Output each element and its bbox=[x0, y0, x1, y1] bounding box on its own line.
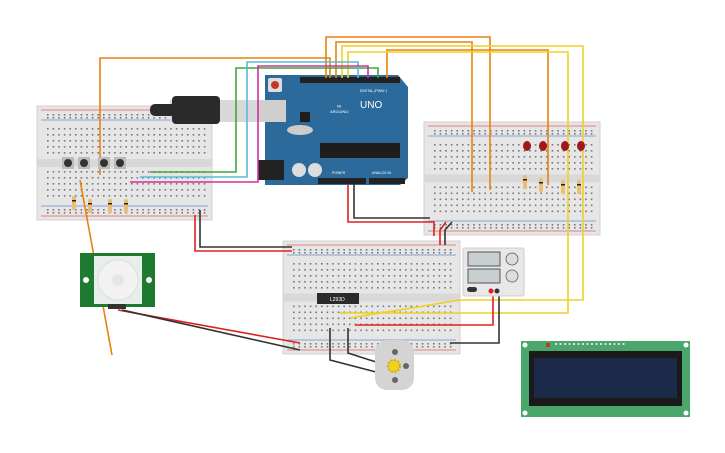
lcd-pin bbox=[564, 343, 566, 345]
resistor-icon bbox=[124, 199, 128, 213]
wire-black bbox=[450, 292, 500, 344]
led-red-icon bbox=[577, 141, 585, 151]
arduino-brand-label: ARDUINO bbox=[330, 109, 348, 114]
atmega-chip bbox=[320, 143, 400, 158]
led-red-icon bbox=[561, 141, 569, 151]
dc-motor[interactable] bbox=[375, 340, 414, 390]
resistor-icon bbox=[561, 180, 565, 194]
lcd-pin bbox=[604, 343, 607, 345]
lcd-pin bbox=[577, 343, 580, 345]
current-knob bbox=[505, 269, 519, 283]
usb-port bbox=[258, 100, 286, 122]
analog-header bbox=[369, 178, 405, 184]
power-jack bbox=[258, 160, 284, 180]
lcd-pin bbox=[591, 343, 593, 345]
center-channel bbox=[283, 293, 460, 302]
center-channel bbox=[424, 174, 600, 183]
lcd-pin bbox=[613, 343, 616, 345]
resistor-icon bbox=[88, 199, 92, 213]
resistor-icon bbox=[523, 175, 527, 189]
wire-red bbox=[194, 215, 292, 252]
lcd-pin bbox=[555, 343, 557, 345]
wire-orange bbox=[325, 36, 491, 190]
wire-green bbox=[150, 67, 379, 173]
wire-black bbox=[347, 328, 377, 363]
led-red-icon bbox=[539, 141, 547, 151]
resistor-icon bbox=[108, 199, 112, 213]
leds bbox=[523, 141, 585, 151]
lcd-pin bbox=[595, 343, 598, 345]
lcd-pin bbox=[559, 343, 562, 345]
voltage-knob bbox=[505, 252, 519, 266]
lcd-16x2-display[interactable] bbox=[521, 341, 690, 417]
wire-black bbox=[199, 210, 292, 248]
wire-cyan bbox=[140, 61, 359, 178]
breadboard-right[interactable] bbox=[423, 121, 601, 236]
usb-cable[interactable] bbox=[150, 96, 265, 124]
power-switch bbox=[467, 287, 477, 292]
wire-red bbox=[355, 292, 494, 326]
lcd-pin bbox=[600, 343, 602, 345]
lcd-pin bbox=[586, 343, 589, 345]
wire-black bbox=[353, 184, 430, 219]
wire-red bbox=[439, 221, 447, 245]
lcd-pin bbox=[618, 343, 620, 345]
holes bbox=[47, 114, 206, 214]
resistors bbox=[72, 175, 581, 213]
resistor-icon bbox=[539, 178, 543, 192]
lcd-pin bbox=[568, 343, 571, 345]
wire-black bbox=[444, 221, 453, 245]
wire-orange bbox=[386, 49, 549, 185]
crystal bbox=[287, 125, 313, 135]
power-label: POWER bbox=[332, 171, 346, 175]
lcd-pin bbox=[573, 343, 575, 345]
power-header bbox=[318, 178, 366, 184]
arduino-model-label: UNO bbox=[360, 100, 382, 111]
chip-label: L293D bbox=[330, 297, 345, 303]
wire-magenta bbox=[130, 65, 369, 183]
arduino-uno-board[interactable]: ∞ UNO ARDUINO DIGITAL (PWM~) POWER ANALO… bbox=[258, 75, 408, 185]
wire-red bbox=[347, 184, 435, 236]
lcd-pin bbox=[622, 343, 625, 345]
wire-black bbox=[329, 328, 377, 373]
led-red-icon bbox=[523, 141, 531, 151]
lcd-pin bbox=[582, 343, 584, 345]
wire-black bbox=[121, 309, 301, 351]
pushbuttons bbox=[62, 157, 126, 169]
breadboard-middle[interactable] bbox=[282, 240, 461, 355]
dc-power-supply[interactable] bbox=[462, 247, 525, 297]
wire-yellow bbox=[341, 45, 584, 319]
lcd-pin bbox=[609, 343, 611, 345]
l293d-motor-driver-chip[interactable]: L293D bbox=[317, 293, 359, 304]
resistor-icon bbox=[577, 180, 581, 194]
wire-orange bbox=[335, 41, 473, 192]
analog-label: ANALOG IN bbox=[372, 171, 392, 175]
arduino-logo: ∞ bbox=[337, 104, 341, 110]
resistor-icon bbox=[72, 196, 76, 210]
pir-motion-sensor[interactable] bbox=[80, 253, 155, 309]
wire-yellow bbox=[340, 51, 569, 314]
digital-label: DIGITAL (PWM~) bbox=[360, 89, 387, 93]
digital-header bbox=[300, 77, 400, 83]
wires[interactable] bbox=[79, 36, 584, 373]
